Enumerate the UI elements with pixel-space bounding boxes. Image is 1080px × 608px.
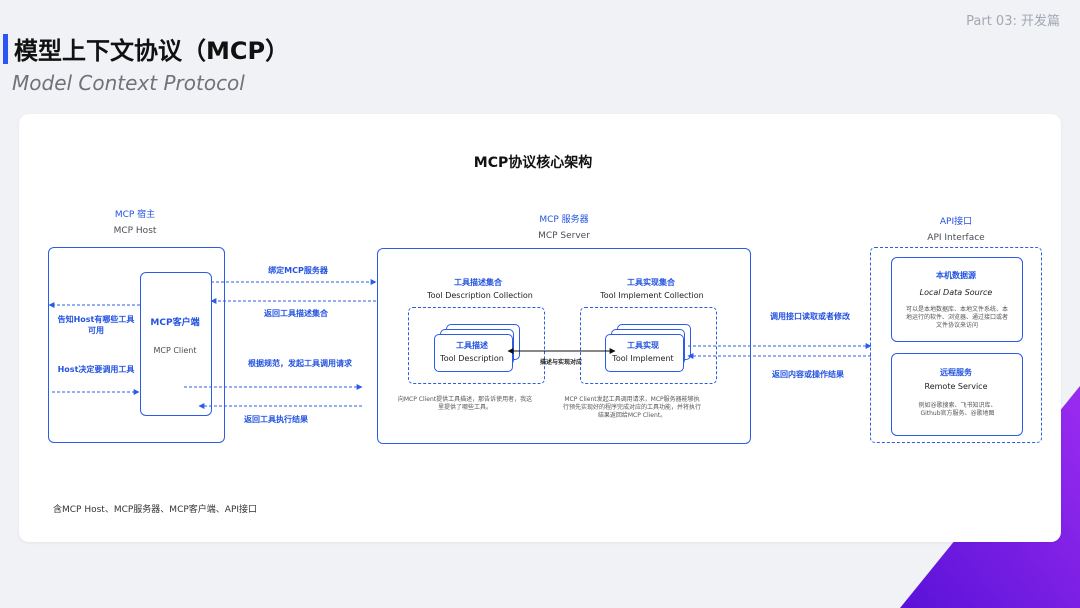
edge-label-return-result: 返回工具执行结果 [244, 415, 308, 424]
local-source-note: 可以是本地数据库、本地文件系统、本地运行的软件、浏览器、通过接口或者文件协议来访… [905, 306, 1008, 329]
edge-label-read-modify: 调用接口读取或者修改 [770, 312, 850, 321]
edge-label-call-request: 根据规范，发起工具调用请求 [248, 359, 352, 368]
desc-collection-note: 向MCP Client提供工具描述，那告诉使用者，我这里提供了哪些工具。 [397, 396, 533, 411]
remote-service-cn: 远程服务 [940, 368, 972, 377]
client-box [140, 272, 212, 416]
api-label-en: API Interface [927, 233, 985, 243]
local-source-en: Local Data Source [919, 288, 993, 297]
tool-description-cn: 工具描述 [456, 341, 488, 350]
api-label-cn: API接口 [939, 217, 973, 227]
client-label-cn: MCP客户端 [150, 318, 200, 328]
edge-label-return-desc: 返回工具描述集合 [264, 309, 328, 318]
page-subtitle: Model Context Protocol [12, 71, 245, 95]
desc-collection-title-en: Tool Description Collection [427, 291, 533, 300]
title-accent-bar [3, 34, 8, 64]
local-source-cn: 本机数据源 [936, 271, 976, 280]
local-source-box [891, 257, 1023, 342]
tool-implement-en: Tool Implement [612, 354, 674, 363]
edge-label-bind: 绑定MCP服务器 [268, 266, 328, 275]
remote-service-box [891, 353, 1023, 436]
impl-collection-note: MCP Client发起工具调用请求，MCP服务器能够执行预先实现好的程序完成对… [562, 396, 701, 419]
tool-implement-cn: 工具实现 [627, 341, 659, 350]
impl-collection-title-cn: 工具实现集合 [627, 278, 675, 287]
host-note-decide-tool: Host决定要调用工具 [57, 365, 135, 374]
part-label: Part 03: 开发篇 [966, 14, 1060, 29]
server-label-cn: MCP 服务器 [539, 215, 589, 225]
edge-label-return-content: 返回内容或操作结果 [772, 370, 844, 379]
diagram-footer-note: 含MCP Host、MCP服务器、MCP客户端、API接口 [53, 505, 258, 515]
desc-collection-title-cn: 工具描述集合 [454, 278, 502, 287]
diagram-title: MCP协议核心架构 [473, 155, 593, 171]
server-label-en: MCP Server [538, 231, 590, 241]
tool-description-card [434, 334, 513, 372]
tool-implement-card [605, 334, 684, 372]
tool-description-en: Tool Description [440, 354, 504, 363]
host-label-en: MCP Host [113, 226, 157, 236]
edge-label-describe-map: 描述与实现对应 [539, 359, 583, 366]
host-note-tell-tools: 告知Host有哪些工具可用 [57, 315, 135, 335]
host-label-cn: MCP 宿主 [114, 210, 156, 220]
remote-service-note: 例如谷歌搜索、飞书知识库、Github官方服务、谷歌地图 [918, 402, 997, 417]
impl-collection-title-en: Tool Implement Collection [600, 291, 704, 300]
page-title: 模型上下文协议（MCP） [14, 37, 290, 65]
client-label-en: MCP Client [153, 346, 197, 355]
remote-service-en: Remote Service [924, 382, 988, 391]
